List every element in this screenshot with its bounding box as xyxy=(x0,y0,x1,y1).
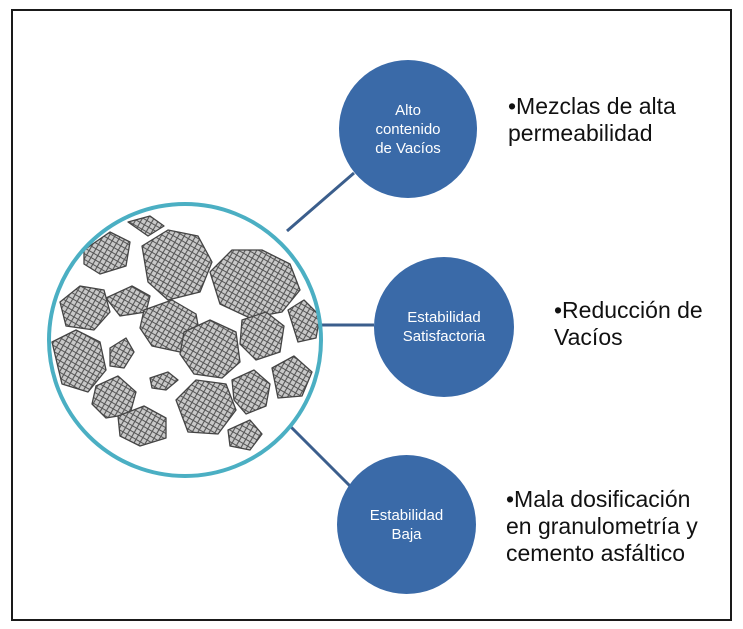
aggregate-stone xyxy=(209,249,301,319)
aggregate-mixture-illustration xyxy=(47,202,323,478)
aggregate-ring xyxy=(47,202,323,478)
aggregate-stone xyxy=(175,379,237,435)
diagram-frame xyxy=(11,9,732,621)
aggregate-stone xyxy=(117,405,167,447)
aggregate-stone xyxy=(59,285,111,331)
aggregate-stone xyxy=(127,215,165,237)
aggregate-stone xyxy=(51,329,107,393)
aggregate-stone xyxy=(227,419,263,451)
node-label: Alto contenido de Vacíos xyxy=(375,101,441,157)
aggregate-stone xyxy=(179,319,241,379)
bullet-text-top: •Mezclas de alta permeabilidad xyxy=(508,93,676,146)
aggregate-stone xyxy=(271,355,313,399)
aggregate-stone xyxy=(83,231,131,275)
aggregate-stone xyxy=(109,337,135,369)
node-estabilidad-baja: Estabilidad Baja xyxy=(337,455,476,594)
connector-top xyxy=(286,171,355,233)
aggregate-stone xyxy=(287,299,321,343)
aggregate-stone xyxy=(231,369,271,415)
aggregate-stone xyxy=(149,371,179,391)
aggregate-stone xyxy=(239,311,285,361)
node-estabilidad-satisfactoria: Estabilidad Satisfactoria xyxy=(374,257,514,397)
aggregate-stone xyxy=(105,285,151,317)
node-label: Estabilidad Satisfactoria xyxy=(402,309,486,345)
bullet-text-bottom: •Mala dosificación en granulometría y ce… xyxy=(506,486,698,566)
aggregate-stone xyxy=(141,229,213,301)
node-alto-contenido-de-vacios: Alto contenido de Vacíos xyxy=(339,60,477,198)
bullet-text-middle: •Reducción de Vacíos xyxy=(554,297,703,350)
node-label: Estabilidad Baja xyxy=(369,506,444,543)
connector-bottom xyxy=(285,421,354,490)
